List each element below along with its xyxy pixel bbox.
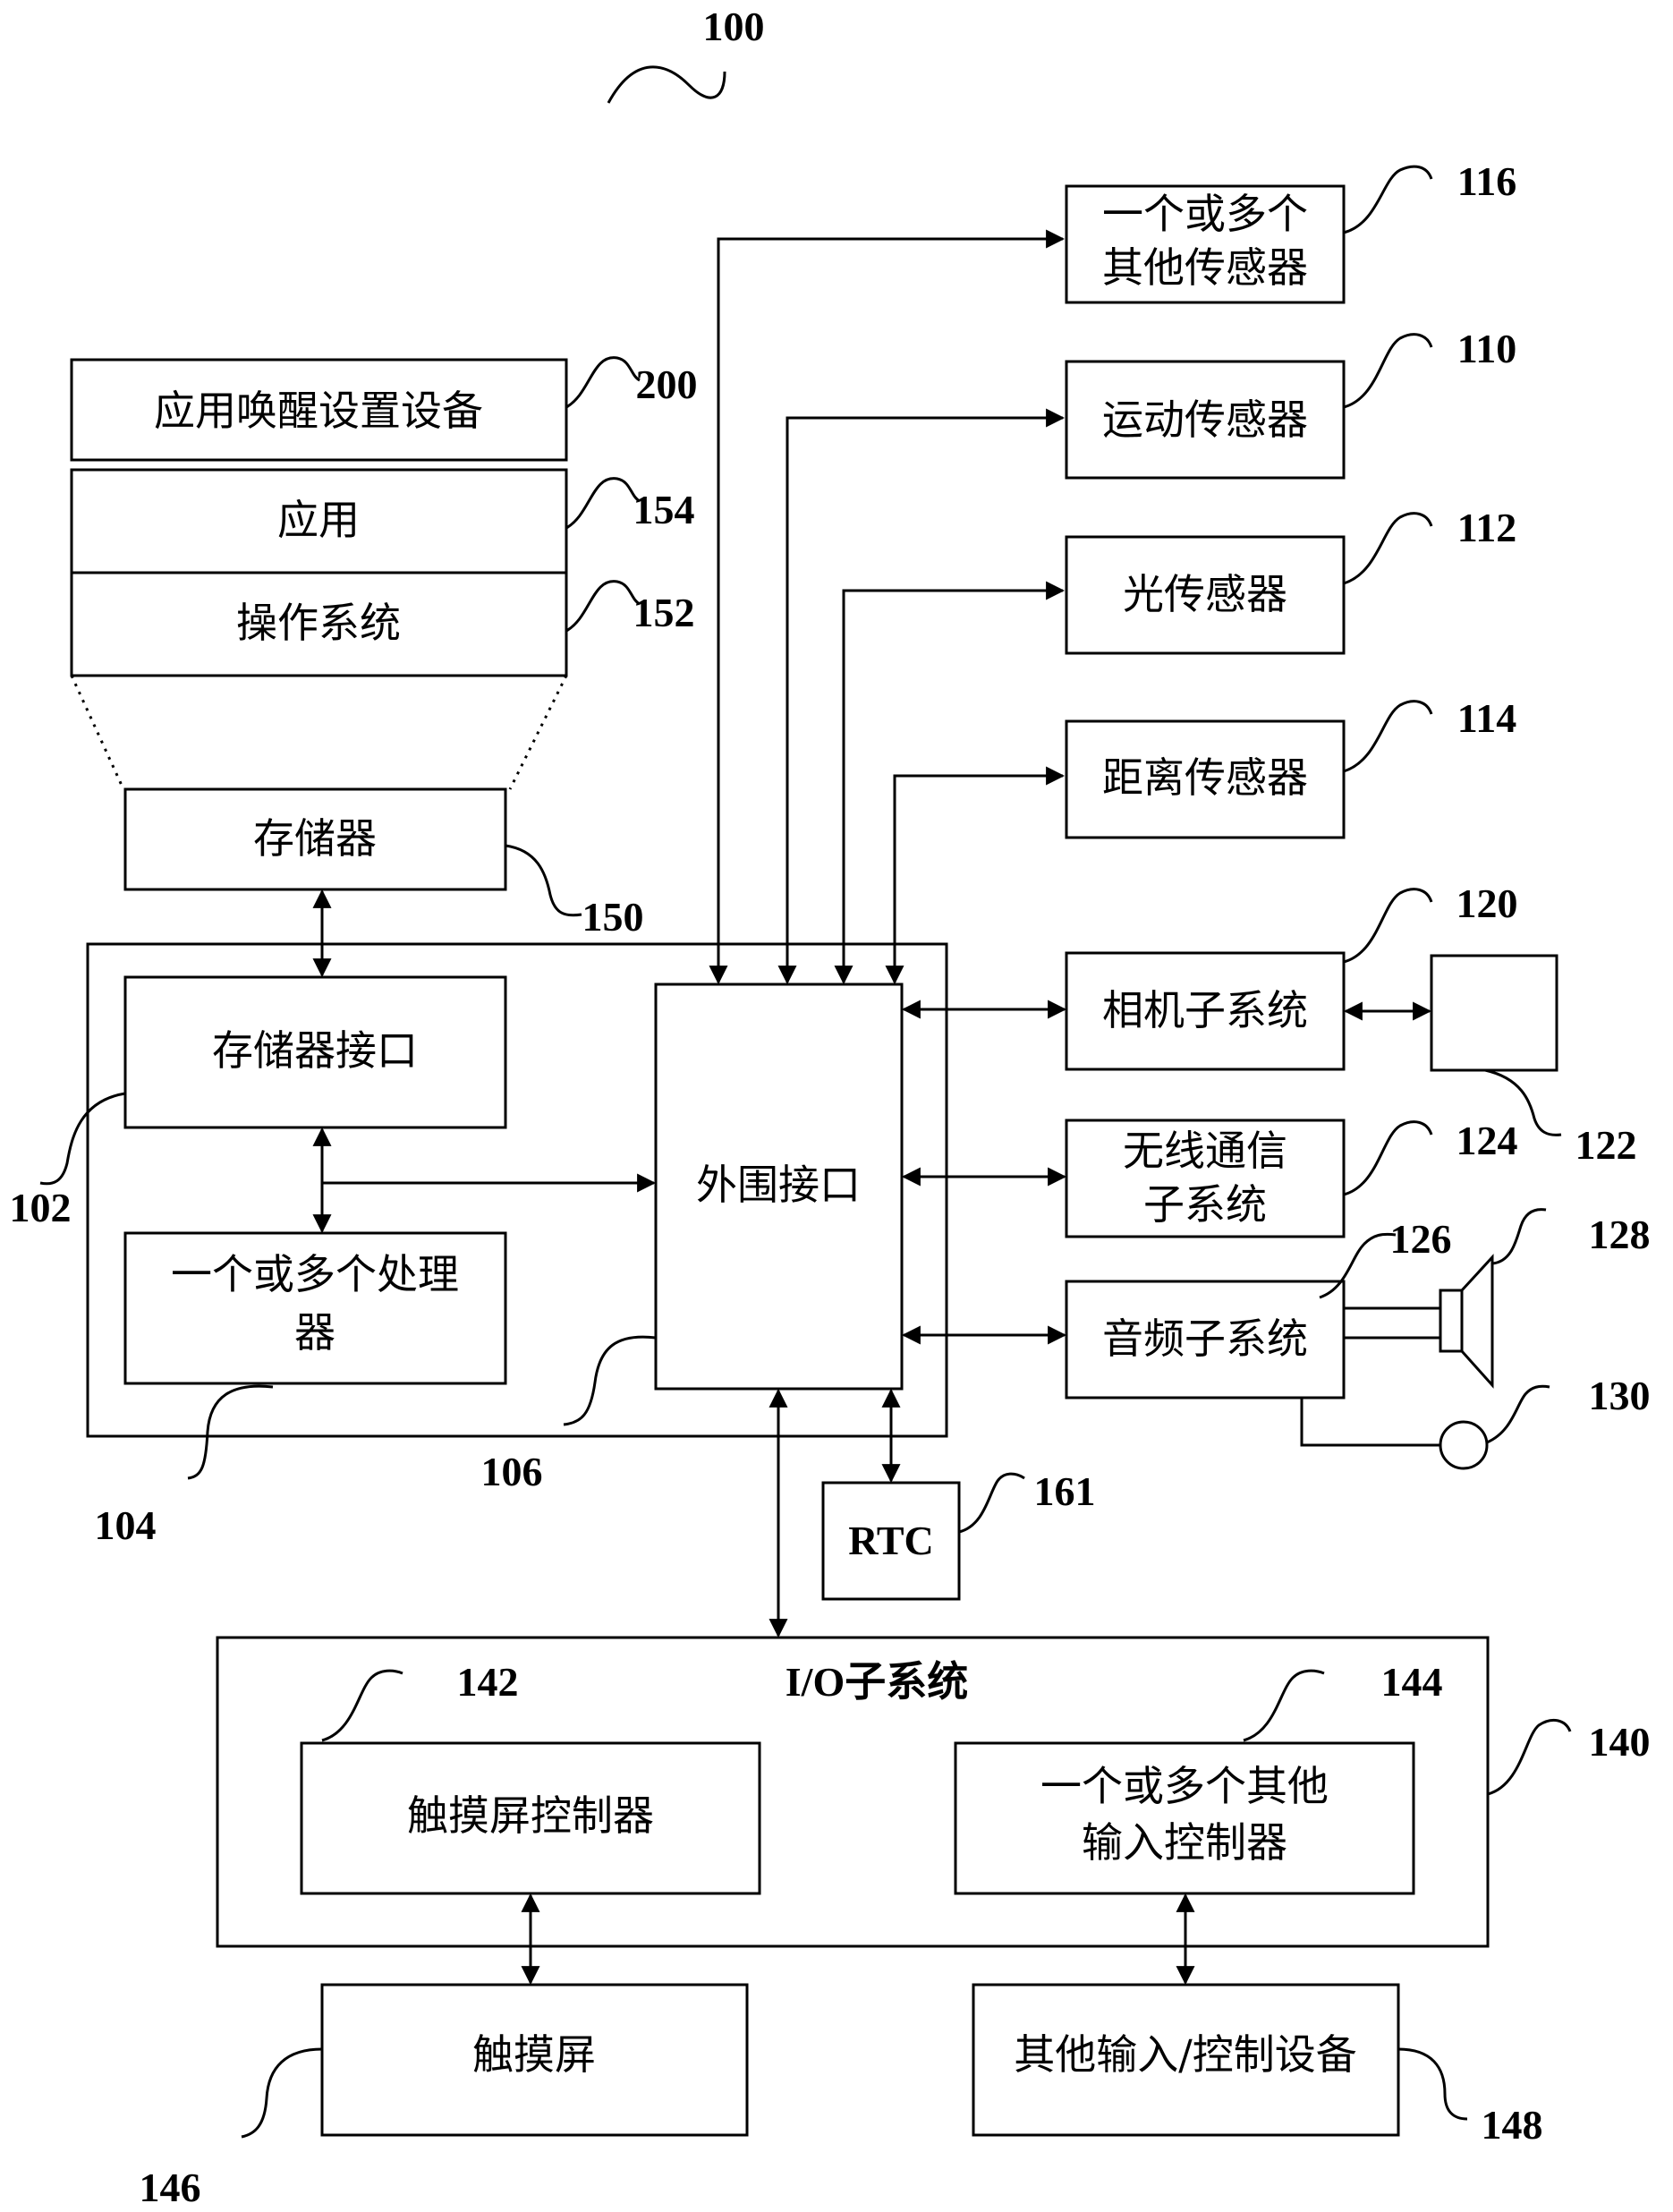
ref-leader-128 [1492, 1210, 1546, 1263]
ref-114: 114 [1457, 695, 1516, 741]
ref-leader-104 [188, 1386, 273, 1478]
motion-sensor-label: 运动传感器 [1102, 396, 1308, 444]
ref-116: 116 [1457, 158, 1516, 204]
other-sensors-label-line2: 其他传感器 [1102, 243, 1308, 292]
distance-sensor-label: 距离传感器 [1102, 753, 1308, 802]
wireless-subsystem-label-line2: 子系统 [1143, 1180, 1267, 1229]
ref-leader-146 [242, 2049, 322, 2137]
other-input-controllers-label-line1: 一个或多个其他 [1040, 1762, 1329, 1810]
microphone-icon [1440, 1422, 1487, 1468]
ref-104: 104 [95, 1502, 157, 1548]
processors-label-line2: 器 [294, 1308, 335, 1357]
rtc-label: RTC [848, 1518, 934, 1563]
app-wakeup-device-label: 应用唤醒设置设备 [154, 387, 483, 435]
zoom-dotted-right [510, 676, 566, 789]
memory-label: 存储器 [253, 814, 377, 863]
ref-148: 148 [1482, 2102, 1543, 2148]
zoom-dotted-left [72, 676, 123, 789]
distance-sensor-line [895, 776, 1063, 983]
ref-leader-130 [1487, 1386, 1550, 1442]
ref-leader-110 [1344, 335, 1431, 407]
ref-150: 150 [582, 894, 644, 940]
processors-label-line1: 一个或多个处理 [171, 1250, 459, 1298]
ref-leader-200 [566, 358, 640, 407]
ref-leader-116 [1344, 166, 1431, 233]
ref-leader-142 [322, 1671, 403, 1740]
ref-leader-140 [1488, 1720, 1570, 1794]
ref-leader-150 [505, 846, 582, 915]
figure-number: 100 [703, 4, 765, 49]
ref-leader-112 [1344, 514, 1431, 583]
figure-number-leader [608, 67, 725, 103]
ref-leader-102 [40, 1093, 125, 1184]
io-subsystem-label: I/O子系统 [786, 1659, 968, 1705]
ref-leader-144 [1244, 1671, 1324, 1740]
ref-leader-161 [959, 1474, 1024, 1532]
microphone-wire [1302, 1398, 1440, 1445]
ref-144: 144 [1381, 1659, 1443, 1705]
ref-128: 128 [1589, 1212, 1651, 1257]
ref-154: 154 [633, 487, 695, 532]
ref-142: 142 [457, 1659, 519, 1705]
ref-126: 126 [1390, 1216, 1452, 1262]
ref-140: 140 [1589, 1719, 1651, 1765]
ref-leader-154 [566, 479, 640, 528]
ref-leader-106 [564, 1337, 656, 1425]
ref-106: 106 [481, 1449, 543, 1494]
ref-152: 152 [633, 590, 695, 635]
other-sensors-line [718, 239, 1063, 983]
peripheral-interface-label: 外围接口 [696, 1161, 861, 1209]
ref-112: 112 [1457, 505, 1516, 550]
speaker-icon [1440, 1290, 1462, 1351]
ref-102: 102 [10, 1185, 72, 1230]
ref-120: 120 [1456, 881, 1518, 926]
ref-leader-120 [1344, 889, 1431, 962]
touchscreen-label: 触摸屏 [472, 2030, 596, 2079]
memory-interface-label: 存储器接口 [212, 1026, 418, 1075]
other-input-devices-label: 其他输入/控制设备 [1014, 2030, 1357, 2079]
light-sensor-label: 光传感器 [1123, 570, 1287, 618]
ref-130: 130 [1589, 1373, 1651, 1418]
speaker-cone [1462, 1257, 1492, 1385]
ref-161: 161 [1034, 1468, 1096, 1514]
ref-leader-124 [1344, 1122, 1431, 1195]
operating-system-label: 操作系统 [236, 599, 401, 647]
ref-leader-152 [566, 582, 640, 631]
ref-leader-148 [1398, 2049, 1467, 2119]
camera-lens-box [1431, 956, 1557, 1070]
ref-200: 200 [636, 362, 698, 407]
light-sensor-line [844, 591, 1063, 983]
ref-146: 146 [140, 2165, 201, 2210]
motion-sensor-line [787, 418, 1063, 983]
ref-124: 124 [1456, 1118, 1518, 1163]
ref-110: 110 [1457, 326, 1516, 371]
ref-122: 122 [1575, 1122, 1637, 1168]
other-input-controllers-label-line2: 输入控制器 [1082, 1818, 1287, 1867]
wireless-subsystem-label-line1: 无线通信 [1123, 1127, 1287, 1175]
other-sensors-label-line1: 一个或多个 [1102, 190, 1308, 238]
touch-controller-label: 触摸屏控制器 [407, 1791, 654, 1840]
ref-leader-114 [1344, 702, 1431, 771]
audio-subsystem-label: 音频子系统 [1102, 1314, 1308, 1363]
camera-subsystem-label: 相机子系统 [1102, 986, 1308, 1034]
application-label: 应用 [277, 496, 360, 544]
